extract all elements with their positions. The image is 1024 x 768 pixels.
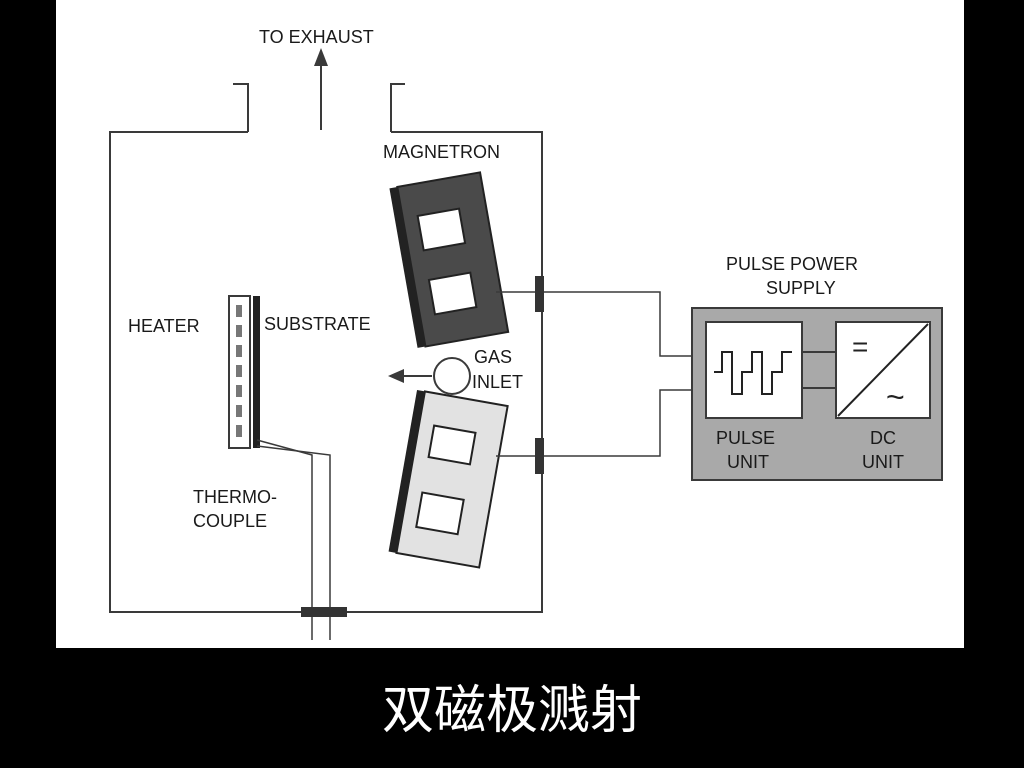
thermocouple-label-1: THERMO- [193,487,277,507]
upper-magnetron [389,171,510,348]
heater-label: HEATER [128,316,200,336]
lower-magnetron [388,390,509,569]
power-leads [496,276,706,474]
pulse-waveform-icon [714,351,792,395]
thermocouple-label-2: COUPLE [193,511,267,531]
heater-substrate [228,295,260,449]
pulse-unit-label-2: UNIT [727,452,769,472]
to-exhaust-label: TO EXHAUST [259,27,374,47]
pulse-power-supply-label-2: SUPPLY [766,278,836,298]
pulse-power-supply-label-1: PULSE POWER [726,254,858,274]
gas-inlet [388,357,471,395]
magnetron-label: MAGNETRON [383,142,500,162]
inlet-label: INLET [472,372,523,392]
slide-caption: 双磁极溅射 [382,681,642,741]
dc-unit-label-2: UNIT [862,452,904,472]
dc-ac-converter-icon [837,323,929,417]
exhaust-port [233,48,405,132]
thermocouple-wires [256,439,347,640]
dc-unit-label-1: DC [870,428,896,448]
dc-symbol: = [852,331,868,362]
gas-label: GAS [474,347,512,367]
pulse-unit-label-1: PULSE [716,428,775,448]
ac-symbol: ~ [886,379,905,415]
substrate-label: SUBSTRATE [264,314,371,334]
